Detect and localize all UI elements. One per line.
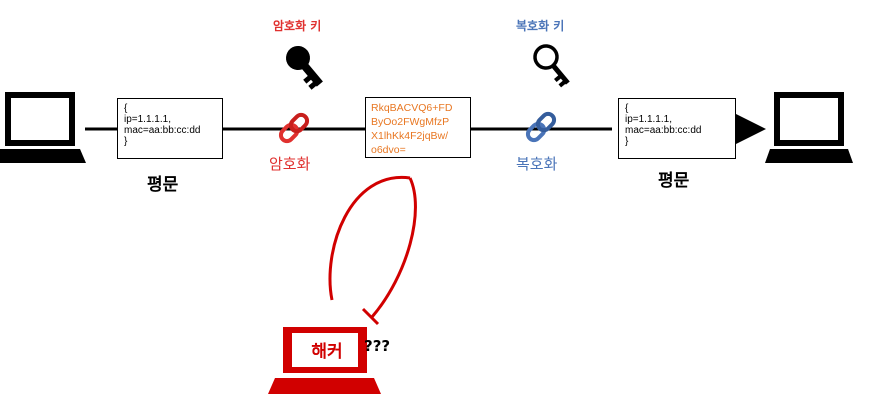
ciphertext-line: RkqBACVQ6+FD (371, 102, 453, 114)
ciphertext-line: ByOo2FWgMfzP (371, 116, 450, 128)
decrypt-action-label: 복호화 (516, 155, 558, 173)
plaintext-box-left: { ip=1.1.1.1, mac=aa:bb:cc:dd } (117, 98, 223, 159)
decrypt-chain-icon (525, 111, 557, 143)
encrypt-action-label: 암호화 (269, 155, 311, 173)
plaintext-line: ip=1.1.1.1, (124, 114, 171, 125)
plaintext-caption-right: 평문 (658, 171, 690, 191)
hacker-label: 해커 (311, 342, 343, 362)
plaintext-caption-left: 평문 (147, 175, 179, 195)
plaintext-line: } (625, 136, 629, 147)
decryption-key-icon (533, 44, 570, 88)
encrypt-key-label: 암호화 키 (273, 19, 322, 33)
ciphertext-line: o6dvo= (371, 144, 406, 156)
sender-laptop-icon (0, 92, 86, 163)
hacker-laptop-icon (268, 327, 381, 394)
ciphertext-line: X1lhKk4F2jqBw/ (371, 130, 449, 142)
plaintext-line: { (124, 103, 128, 114)
plaintext-box-right: { ip=1.1.1.1, mac=aa:bb:cc:dd } (618, 98, 736, 159)
hacker-question: ??? (364, 337, 391, 355)
plaintext-line: mac=aa:bb:cc:dd (124, 125, 201, 136)
ciphertext-box: RkqBACVQ6+FD ByOo2FWgMfzP X1lhKk4F2jqBw/… (365, 97, 471, 158)
plaintext-line: { (625, 103, 629, 114)
interception-arrow-tip (361, 307, 380, 326)
encryption-key-icon (286, 46, 323, 90)
encrypt-chain-icon (278, 112, 310, 144)
plaintext-line: mac=aa:bb:cc:dd (625, 125, 702, 136)
interception-arc (328, 176, 411, 301)
plaintext-line: } (124, 136, 128, 147)
plaintext-line: ip=1.1.1.1, (625, 114, 672, 125)
decrypt-key-label: 복호화 키 (516, 19, 565, 33)
receiver-laptop-icon (765, 92, 853, 163)
interception-arc-return (370, 177, 417, 318)
